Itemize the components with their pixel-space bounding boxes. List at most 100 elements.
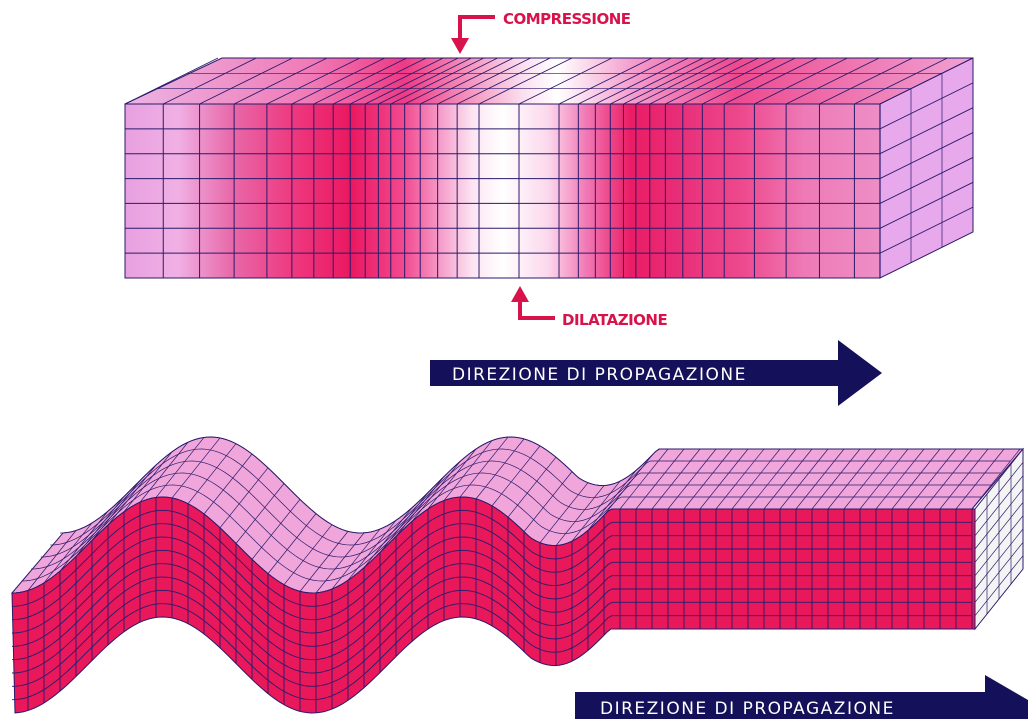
p-wave-top-line <box>558 57 653 105</box>
dilatation-label: DILATAZIONE <box>562 311 667 329</box>
s-wave-top-depth-line <box>859 448 909 510</box>
dilatation-arrow-icon <box>518 298 555 320</box>
p-wave-side-line <box>879 132 974 179</box>
s-wave-top-depth-line <box>971 448 1021 510</box>
s-wave-top-depth-line <box>731 448 781 510</box>
s-wave-top-depth-line <box>843 448 893 510</box>
s-wave-top-depth-line <box>123 451 173 512</box>
s-wave-top-depth-line <box>683 448 733 510</box>
p-wave-top-line <box>233 57 328 105</box>
direction-arrow-top-shape <box>430 340 882 406</box>
s-wave-top-depth-line <box>827 448 877 510</box>
s-wave-horizontal-line <box>11 523 972 621</box>
s-wave-top-depth-line <box>875 448 925 510</box>
s-wave-top-depth-line <box>619 448 669 510</box>
s-wave-top-depth-line <box>811 448 861 510</box>
p-wave-top-line <box>724 57 818 105</box>
s-wave-top-depth-line <box>283 524 333 585</box>
s-wave-grid <box>11 436 1024 713</box>
compression-arrowhead-icon <box>451 38 469 54</box>
s-wave-top-depth-line <box>43 522 93 584</box>
s-wave-horizontal-line <box>11 576 972 674</box>
p-wave-top-line <box>578 57 672 105</box>
s-wave-top-depth-line <box>539 482 589 543</box>
dilatation-callout: DILATAZIONE <box>511 286 668 329</box>
s-wave-top-depth-line <box>459 436 509 498</box>
compression-callout: COMPRESSIONE <box>451 10 631 54</box>
s-wave-top-depth-line <box>203 453 253 515</box>
s-wave-top-depth-line <box>171 437 221 499</box>
p-wave-top-line <box>754 57 848 105</box>
direction-arrow-bottom: DIREZIONE DI PROPAGAZIONE <box>575 675 1028 719</box>
p-wave-top-line <box>313 57 408 105</box>
s-wave-top-depth-line <box>555 485 605 546</box>
s-wave-horizontal-line <box>11 509 972 607</box>
s-wave-top-depth-line <box>443 440 493 501</box>
s-wave-top-depth-line <box>155 437 205 498</box>
s-wave-top-depth-line <box>939 448 989 510</box>
direction-arrow-top: DIREZIONE DI PROPAGAZIONE <box>430 340 882 406</box>
p-wave-side-line <box>879 206 974 254</box>
p-wave-side-line <box>879 82 974 130</box>
s-wave-top-depth-line <box>635 448 685 510</box>
s-wave-top-depth-line <box>235 483 285 544</box>
s-wave-top-depth-line <box>779 448 829 510</box>
p-wave-top-line <box>518 57 613 105</box>
p-wave-top-line <box>437 57 531 105</box>
p-wave-top-line <box>635 57 730 105</box>
s-wave-top-depth-line <box>267 513 317 574</box>
s-wave-top-depth-line <box>907 448 957 510</box>
direction-label-top: DIREZIONE DI PROPAGAZIONE <box>452 365 747 385</box>
p-wave-top-line <box>350 57 444 105</box>
s-wave-top-depth-line <box>139 442 189 503</box>
p-wave-block <box>124 57 974 279</box>
p-wave-top-line <box>456 57 551 105</box>
compression-arrow-icon <box>458 15 495 42</box>
s-wave-top-depth-line <box>891 448 941 510</box>
p-wave-top-face <box>124 57 974 105</box>
p-wave-top-line <box>378 57 472 105</box>
p-wave-top-line <box>595 57 689 105</box>
s-wave-top-depth-line <box>747 448 797 510</box>
s-wave-top-depth-line <box>699 448 749 510</box>
s-wave-top-depth-line <box>59 510 109 572</box>
s-wave-top-depth-line <box>923 448 973 510</box>
p-wave-top-line <box>649 57 743 105</box>
s-wave-top-line <box>31 472 992 570</box>
s-wave-top-depth-line <box>299 531 349 592</box>
s-wave-top-depth-line <box>715 448 765 510</box>
s-wave-top-line <box>40 460 1001 558</box>
s-wave-top-depth-line <box>107 464 157 526</box>
p-wave-top-line <box>291 57 386 105</box>
compression-label: COMPRESSIONE <box>503 10 631 28</box>
p-wave-top-line <box>478 57 573 105</box>
s-wave-top-depth-line <box>427 448 477 510</box>
s-wave-horizontal-line <box>11 603 972 701</box>
p-wave-top-line <box>682 57 776 105</box>
p-wave-top-line <box>420 57 514 105</box>
direction-label-bottom: DIREZIONE DI PROPAGAZIONE <box>600 699 895 719</box>
s-wave-top-depth-line <box>27 530 77 591</box>
p-wave-top-line <box>854 57 948 105</box>
s-wave-top-depth-line <box>523 471 573 532</box>
s-wave-horizontal-line <box>11 549 972 647</box>
s-wave-top-depth-line <box>219 467 269 529</box>
p-wave-side-line <box>879 157 974 204</box>
p-wave-top-line <box>702 57 796 105</box>
s-wave-top-depth-line <box>187 443 237 504</box>
s-wave-top-depth-line <box>331 528 381 590</box>
s-wave-block <box>10 436 1025 714</box>
s-wave-top-line <box>59 436 1020 534</box>
s-wave-top-depth-line <box>411 461 461 522</box>
s-wave-top-depth-line <box>955 448 1005 510</box>
s-wave-top-depth-line <box>571 480 621 542</box>
p-wave-top-line <box>364 57 459 105</box>
p-wave-top-line <box>785 57 880 105</box>
s-wave-top-depth-line <box>315 532 365 594</box>
p-wave-top-line <box>163 57 257 105</box>
p-wave-top-line <box>332 57 427 105</box>
s-wave-top-depth-line <box>475 438 525 500</box>
p-wave-grid <box>124 57 974 278</box>
s-wave-horizontal-line <box>11 563 972 661</box>
